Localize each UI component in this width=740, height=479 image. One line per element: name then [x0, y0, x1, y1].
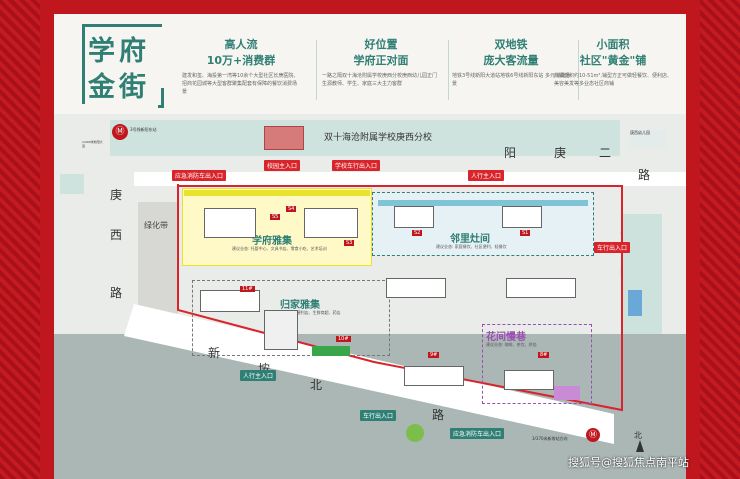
road-top-4: 路 [638, 168, 651, 182]
tower-icon [628, 290, 642, 316]
building-block [504, 370, 554, 390]
road-bottom-4: 路 [432, 408, 445, 422]
feature-1-subtitle: 10万+消费群 [206, 54, 276, 67]
gate-car-bottom: 车行出入口 [360, 410, 397, 421]
road-left-3: 路 [110, 286, 123, 300]
road-overlay [124, 184, 623, 444]
feature-3-subtitle: 庞大客流量 [483, 54, 539, 67]
building-block [404, 366, 464, 386]
zone-linli-sub: 建议业态: 家庭餐饮、社区便利、轻餐饮 [436, 244, 507, 249]
building-tag: S5 [270, 214, 281, 220]
zone-linli-shops [378, 200, 588, 206]
road-left-2: 西 [110, 228, 123, 242]
feature-4: 小面积 社区"黄金"铺 商铺面积约10-51m²,铺型方正可做轻餐饮、便利店、美… [554, 36, 672, 88]
metro-icon: Ⓜ [112, 124, 128, 140]
building-tag: S1 [520, 230, 531, 236]
zone-linli-title: 邻里灶间 [450, 234, 490, 245]
site-map: 双十海沧附属学校庚西分校 Ⓜ 3号线新阳东站 1/400米新阳大道 庚西幼儿园 … [54, 114, 686, 479]
zone-guijia-shops [312, 346, 350, 356]
compass-label: 北 [634, 431, 642, 440]
zone-xuefu-sub: 建议业态: 托管中心、文具书店、零食小吃、艺术培训 [232, 246, 327, 251]
feature-2: 好位置 学府正对面 一路之隔双十海沧附属学校庚西分校庚西幼儿园正门生源教师、学生… [322, 36, 440, 88]
zone-huajian-sub: 建议业态: 咖啡、茶饮、烘焙 [486, 342, 537, 347]
title-box [82, 24, 162, 104]
metro-left-label: 3号线新阳东站 [130, 127, 157, 132]
gate-fire-bottom: 应急消防车出入口 [450, 428, 505, 439]
header: 学府金街 高人流 10万+消费群 建发和玺、海投第一湾等10余个大型社区长庚医院… [54, 14, 686, 114]
feature-3: 双地铁 庞大客流量 地铁3号线新阳大道站地铁6号线新阳东站 多元消费场景 [452, 36, 570, 88]
building-block [394, 206, 434, 228]
gate-ped-bottom: 人行主入口 [240, 370, 277, 381]
building-block [204, 208, 256, 238]
feature-4-body: 商铺面积约10-51m²,铺型方正可做轻餐饮、便利店、美容美发等多业态社区商铺 [554, 73, 672, 87]
title-corner [158, 88, 164, 108]
building-tag: 11# [240, 286, 255, 292]
kindergarten-label: 庚西幼儿园 [630, 130, 666, 148]
feature-3-title: 双地铁 [494, 38, 528, 51]
zone-guijia [192, 280, 390, 356]
zone-xuefu-title: 学府雅集 [252, 236, 292, 247]
top-road [134, 172, 686, 186]
school-building-icon [264, 126, 304, 150]
zone-huajian [482, 324, 592, 404]
zone-huajian-shops [554, 386, 580, 400]
gate-car-right: 车行出入口 [594, 242, 631, 253]
north-arrow-icon [636, 440, 644, 452]
building-block [304, 208, 358, 238]
divider [578, 40, 579, 100]
gate-fire-top: 应急消防车出入口 [172, 170, 227, 181]
left-building-icon [60, 174, 84, 194]
building-block [502, 206, 542, 228]
feature-2-title: 好位置 [364, 38, 398, 51]
zone-huajian-title: 花间慢巷 [486, 332, 526, 343]
metro-top-left-label: 1/400米新阳大道 [82, 140, 103, 148]
zone-guijia-title: 归家雅集 [280, 300, 320, 311]
metro-icon: Ⓜ [586, 428, 600, 442]
road-top-1: 阳 [504, 146, 517, 160]
feature-2-subtitle: 学府正对面 [353, 54, 409, 67]
feature-2-body: 一路之隔双十海沧附属学校庚西分校庚西幼儿园正门生源教师、学生、家庭三大主力客群 [322, 73, 438, 87]
feature-1-title: 高人流 [224, 38, 258, 51]
feature-3-body: 地铁3号线新阳大道站地铁6号线新阳东站 多元消费场景 [452, 73, 570, 87]
building-tag: S4 [286, 206, 297, 212]
road-top-3: 二 [599, 146, 612, 160]
bottom-road [124, 304, 614, 444]
building-tag: S2 [412, 230, 423, 236]
road-top-2: 庚 [554, 146, 567, 160]
page-title: 学府金街 [88, 36, 150, 103]
poster: 学府金街 高人流 10万+消费群 建发和玺、海投第一湾等10余个大型社区长庚医院… [54, 14, 686, 479]
building-block [506, 278, 576, 298]
feature-1-body: 建发和玺、海投第一湾等10余个大型社区长庚医院、招商花园城等大型客群聚集配套有保… [182, 73, 299, 95]
sports-field [264, 310, 298, 350]
building-block [200, 290, 260, 312]
building-block [386, 278, 446, 298]
road-left-1: 庚 [110, 188, 123, 202]
site-boundary [177, 184, 623, 412]
gate-school-car: 学校车行出入口 [332, 160, 381, 171]
feature-4-subtitle: 社区"黄金"铺 [579, 54, 647, 67]
road-bottom-3: 北 [310, 378, 323, 392]
green-belt [138, 202, 178, 322]
divider [448, 40, 449, 100]
feature-4-title: 小面积 [596, 38, 630, 51]
building-tag: 8# [538, 352, 550, 358]
feature-1: 高人流 10万+消费群 建发和玺、海投第一湾等10余个大型社区长庚医院、招商花园… [182, 36, 300, 96]
divider [316, 40, 317, 100]
gate-ped-top: 人行主入口 [468, 170, 505, 181]
zone-xuefu-shops [184, 190, 370, 196]
zone-guijia-sub: 建议业态: 品牌便利店、生鲜商超、药店 [270, 310, 341, 315]
road-bottom-1: 新 [208, 346, 221, 360]
metro-right-label: 3/370米新垵站方向 [532, 436, 568, 441]
watermark: 搜狐号@搜狐焦点南平站 [568, 456, 689, 469]
building-tag: S3 [344, 240, 355, 246]
school-label: 双十海沧附属学校庚西分校 [324, 133, 433, 143]
gate-campus-main: 校园主入口 [264, 160, 301, 171]
school-area [110, 120, 620, 156]
building-tag: 9# [428, 352, 440, 358]
building-tag: 10# [336, 336, 351, 342]
tree-icon [406, 424, 424, 442]
green-belt-label: 绿化带 [144, 221, 168, 230]
